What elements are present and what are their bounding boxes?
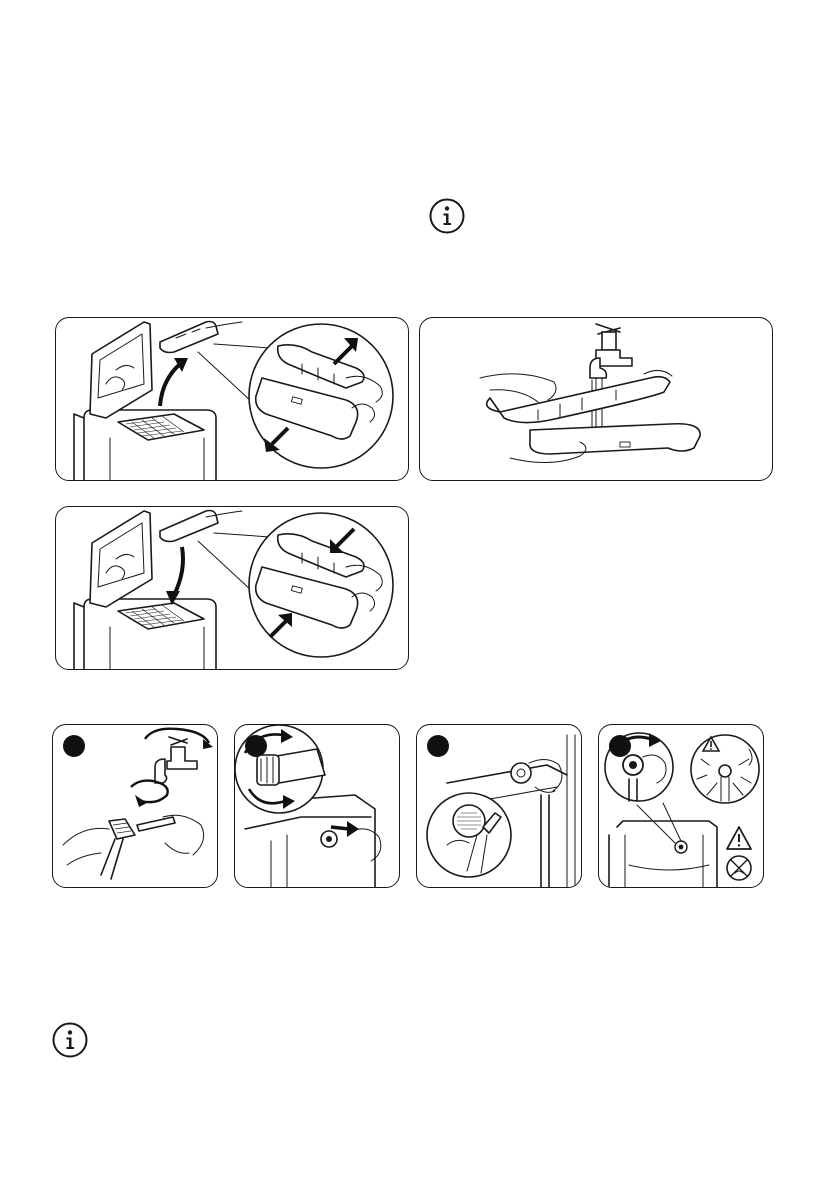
step-badge	[245, 735, 267, 757]
refit-filter-illustration	[55, 506, 409, 670]
warning-triangle-icon	[727, 827, 751, 849]
inlet-step-4-illustration	[598, 724, 764, 888]
info-icon	[428, 197, 466, 235]
step-badge	[427, 735, 449, 757]
no-leak-icon	[727, 856, 751, 880]
remove-filter-illustration	[55, 317, 409, 481]
inlet-step-2-illustration	[234, 724, 400, 888]
info-icon	[51, 1021, 89, 1059]
step-badge	[609, 735, 631, 757]
inlet-step-1-illustration	[52, 724, 218, 888]
inlet-step-3-illustration	[416, 724, 582, 888]
rinse-filter-illustration	[419, 317, 773, 481]
step-badge	[63, 735, 85, 757]
